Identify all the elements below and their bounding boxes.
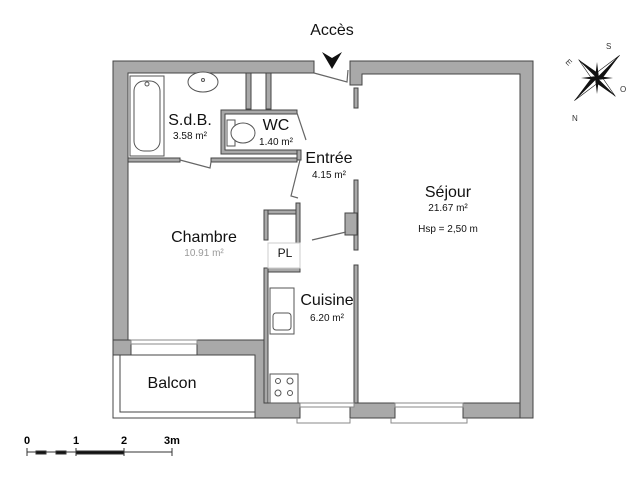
room-area-wc: 1.40 m² <box>259 137 293 148</box>
compass-rose-icon <box>574 55 620 101</box>
room-name-balcon: Balcon <box>147 375 197 392</box>
closet-label: PL <box>277 246 293 260</box>
room-area-sdb: 3.58 m² <box>173 131 207 142</box>
compass-o-label: O <box>620 85 627 94</box>
room-area-chambre: 10.91 m² <box>184 248 224 259</box>
wall-outer-right <box>349 60 534 419</box>
room-name-cuisine: Cuisine <box>300 292 354 309</box>
scale-tick-2: 2 <box>120 435 128 447</box>
room-area-entree: 4.15 m² <box>312 170 346 181</box>
scale-tick-0: 0 <box>23 435 31 447</box>
wall-bottom-right-2 <box>462 402 521 419</box>
wall-bedroom-corner <box>112 339 132 356</box>
room-area-sejour: 21.67 m² <box>428 203 468 214</box>
room-area-cuisine: 6.20 m² <box>310 313 344 324</box>
wall-bottom-right-1 <box>349 402 396 419</box>
compass-n-label: N <box>572 114 578 123</box>
scale-tick-3: 3m <box>164 435 180 447</box>
room-name-sdb: S.d.B. <box>168 112 212 129</box>
scale-bar <box>26 448 173 456</box>
scale-tick-1: 1 <box>72 435 80 447</box>
access-arrow-icon <box>322 52 342 69</box>
room-name-sejour: Séjour <box>424 184 472 201</box>
access-label: Accès <box>310 22 354 39</box>
room-name-chambre: Chambre <box>171 229 237 246</box>
room-name-wc: WC <box>262 117 290 134</box>
ceiling-height: Hsp = 2,50 m <box>418 224 478 235</box>
compass-s-label: S <box>606 42 612 51</box>
room-name-entree: Entrée <box>305 150 353 167</box>
